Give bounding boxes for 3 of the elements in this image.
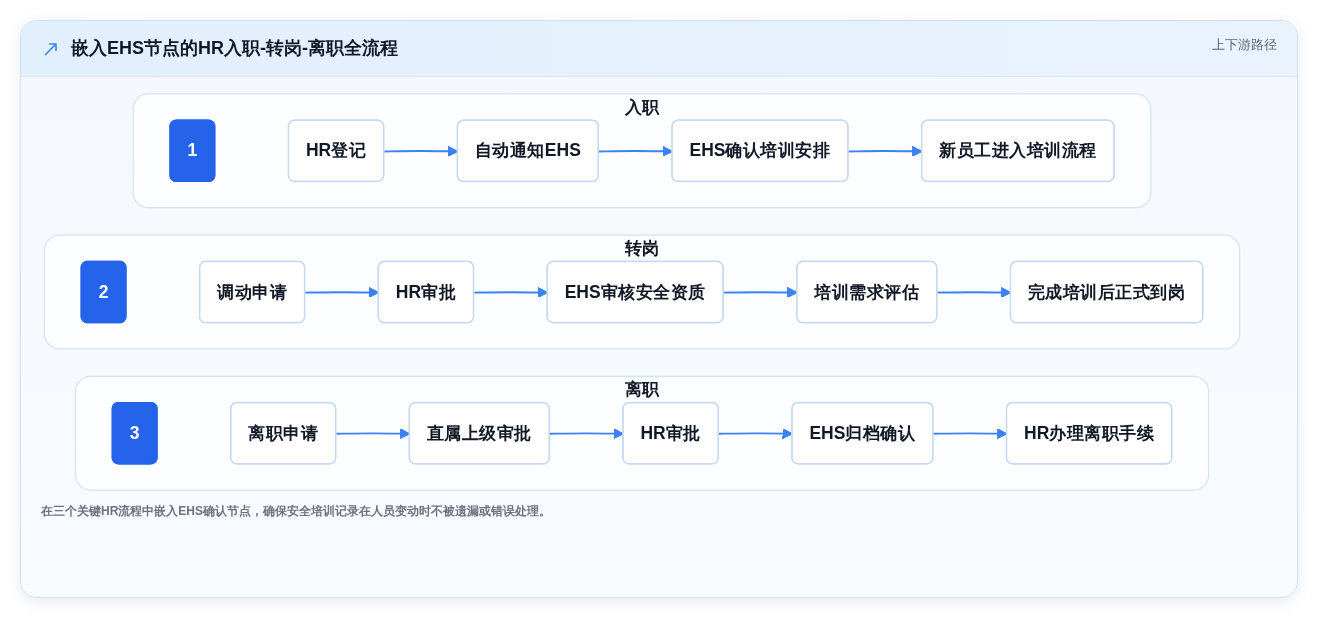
caption: 在三个关键HR流程中嵌入EHS确认节点，确保安全培训记录在人员变动时不被遗漏或错误处理。 <box>41 503 551 519</box>
header-note: 上下游路径 <box>1212 37 1277 53</box>
title: 嵌入EHS节点的HR入职-转岗-离职全流程 <box>71 37 398 59</box>
